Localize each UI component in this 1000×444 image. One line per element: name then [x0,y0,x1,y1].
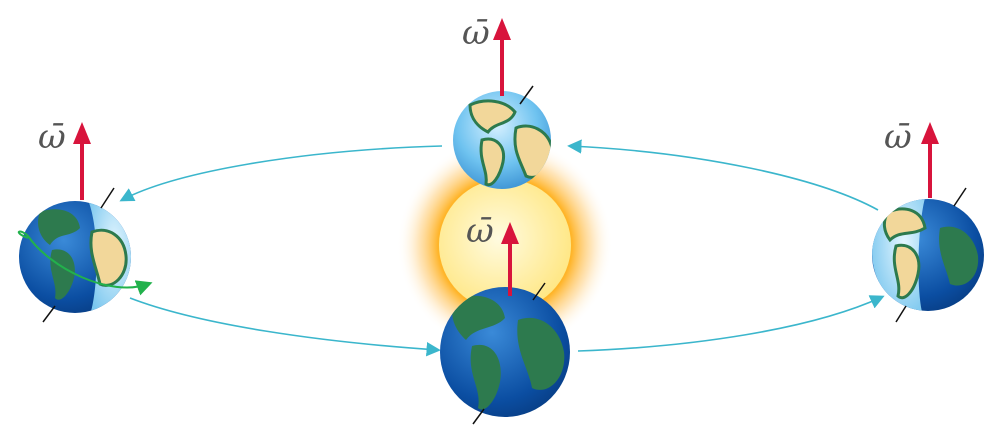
omega-vector-left [73,122,91,200]
omega-label-right: ω̄ [884,117,912,157]
orbit-arrow-right-to-top [567,139,879,211]
axis-left-upper [100,187,115,209]
axis-top [519,85,534,105]
axis-bottom-upper [532,282,546,301]
orbit-arrow-left-to-bottom [129,297,441,357]
sun [397,137,613,353]
earth-bottom [440,282,570,425]
orbit-arrow-top-to-left [119,145,443,202]
axis-right-upper [953,187,967,207]
omega-label-sun: ω̄ [466,211,494,251]
omega-vector-sun [501,222,519,296]
earth-right [872,187,984,323]
omega-label-left: ω̄ [38,117,66,157]
omega-label-top: ω̄ [462,13,490,53]
orbit-path [119,139,885,357]
omega-vector-right [921,122,939,198]
rotation-arrow [17,230,153,296]
omega-vector-top [493,18,511,96]
earth-left [17,187,153,323]
axis-bottom-lower [472,408,485,425]
earth-top [453,85,551,189]
axis-left-lower [42,305,56,323]
vectors [73,18,939,296]
axis-right-lower [895,305,907,323]
orbit-arrow-bottom-to-right [577,295,885,352]
